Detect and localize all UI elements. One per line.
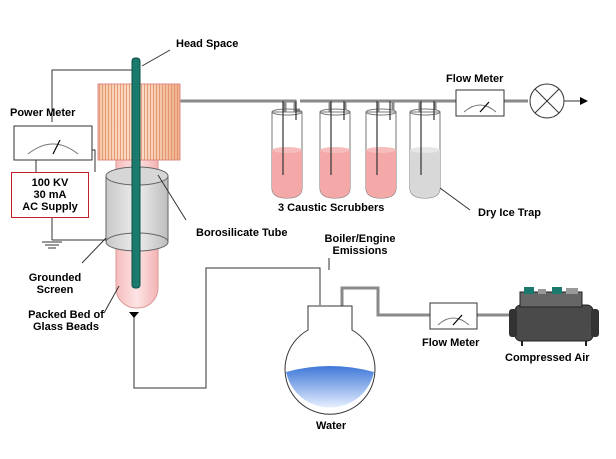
compressed-air-label: Compressed Air [505, 352, 590, 364]
flow-meter-top-gauge-needle-icon [455, 89, 505, 117]
borosilicate-tube-label: Borosilicate Tube [196, 227, 288, 239]
dry-ice-trap [409, 108, 441, 199]
arrow-up-icon [129, 312, 139, 318]
power-meter-label: Power Meter [10, 107, 76, 119]
grounded-screen-line1: Grounded [28, 272, 82, 284]
dip-tubes [282, 101, 435, 175]
recirculation-line [133, 267, 321, 389]
ground-symbol-icon [42, 241, 62, 249]
head-space-label: Head Space [176, 38, 239, 50]
caustic-scrubber-2 [319, 108, 351, 199]
flow-meter-bottom-gauge-needle-icon [429, 302, 478, 330]
leader-lines [81, 49, 471, 314]
boiler-engine-line1: Boiler/Engine [324, 233, 396, 245]
supply-type: AC Supply [22, 201, 78, 213]
electrode-rod [131, 57, 141, 289]
caustic-scrubber-3 [365, 108, 397, 199]
packed-bed-line2: Glass Beads [32, 321, 100, 333]
dry-ice-trap-label: Dry Ice Trap [478, 207, 541, 219]
circle-x-pump-icon [529, 83, 588, 119]
flow-meter-top-label: Flow Meter [446, 73, 504, 85]
supply-current: 30 mA [33, 189, 67, 201]
power-meter-gauge-needle-icon [13, 125, 93, 161]
air-compressor-icon [509, 287, 599, 346]
grounded-screen-label: Grounded Screen [26, 272, 84, 296]
scrubbers-label: 3 Caustic Scrubbers [278, 202, 385, 214]
supply-voltage: 100 KV [31, 177, 69, 189]
grounded-screen-line2: Screen [36, 284, 74, 296]
packed-bed-label: Packed Bed of Glass Beads [20, 309, 112, 333]
water-flask [284, 305, 376, 415]
flow-meter-bottom-label: Flow Meter [422, 337, 480, 349]
packed-bed-line1: Packed Bed of [28, 309, 104, 321]
boiler-engine-label: Boiler/Engine Emissions [322, 233, 398, 257]
boiler-engine-line2: Emissions [332, 245, 388, 257]
ac-supply-box: 100 KV 30 mA AC Supply [11, 172, 89, 218]
caustic-scrubber-1 [271, 108, 303, 199]
water-label: Water [316, 420, 347, 432]
